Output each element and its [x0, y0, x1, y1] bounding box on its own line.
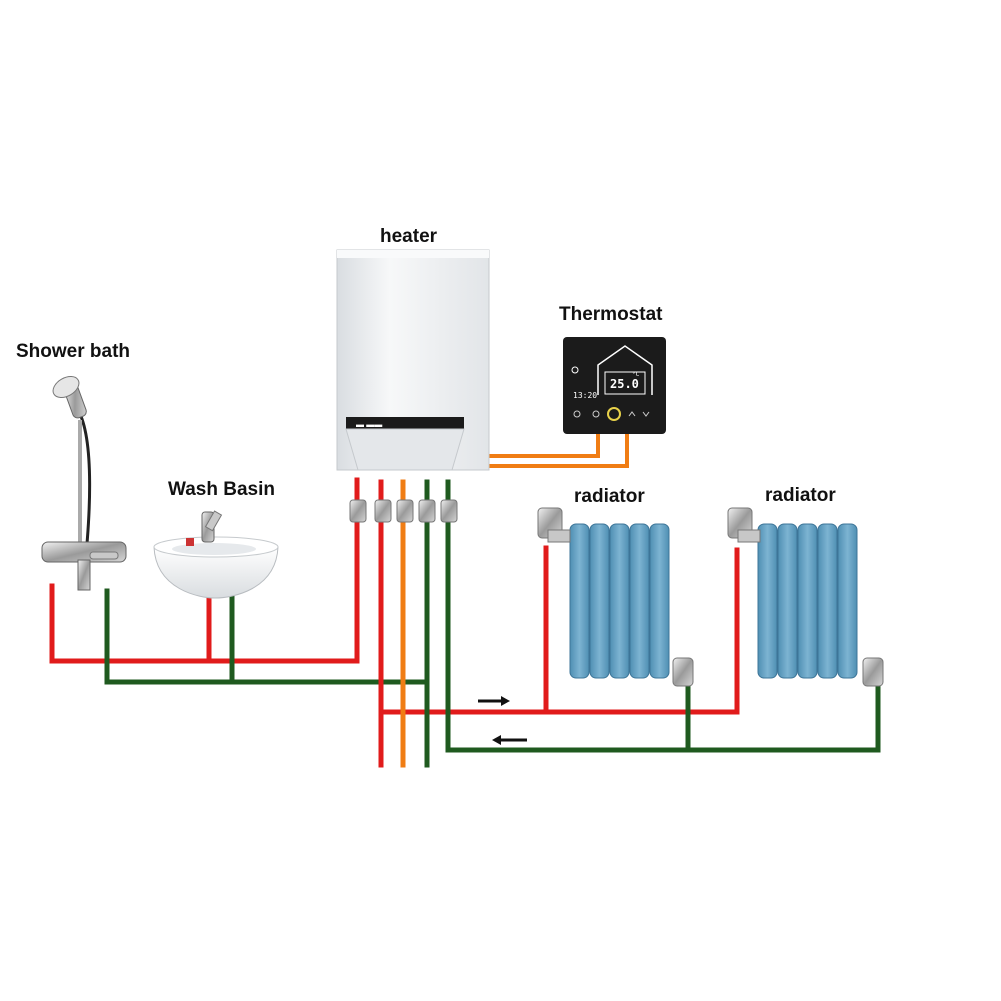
clock-button-icon[interactable] — [592, 410, 600, 418]
radiator-unit — [569, 523, 670, 679]
radiator-unit — [757, 523, 858, 679]
power-button-icon[interactable] — [573, 410, 581, 418]
radiator-1-label: radiator — [574, 486, 645, 507]
ring-button-icon[interactable] — [607, 407, 621, 421]
up-button-icon[interactable] — [628, 411, 636, 417]
svg-text:▬ ▬▬: ▬ ▬▬ — [356, 420, 382, 429]
thermostat-time: 13:20 — [573, 391, 597, 400]
radiator-valve-top — [537, 507, 571, 543]
radiator-valve-top — [727, 507, 761, 543]
flow-arrow-icon — [492, 735, 527, 745]
wash-basin — [153, 510, 279, 599]
heater-label: heater — [380, 226, 438, 247]
radiator-2-label: radiator — [765, 485, 836, 506]
shower-bath-label: Shower bath — [16, 341, 130, 362]
heater-valves — [349, 499, 458, 523]
cold-water-pipe — [104, 479, 430, 685]
down-button-icon[interactable] — [642, 411, 650, 417]
heater-boiler: ▬ ▬▬ — [336, 249, 490, 471]
thermostat-label: Thermostat — [559, 304, 663, 325]
mode-icon — [571, 366, 579, 374]
shower-head-icon — [52, 376, 87, 419]
radiator-valve-bottom — [862, 657, 884, 687]
hot-water-pipe — [49, 477, 360, 664]
radiator-valve-bottom — [672, 657, 694, 687]
shower-bath — [41, 376, 127, 591]
thermostat-temperature: 25.0 — [610, 377, 639, 391]
flow-arrow-icon — [478, 696, 510, 706]
house-outline-icon — [597, 345, 653, 395]
thermostat-wire-2 — [470, 428, 629, 468]
heating-flow-pipe — [378, 479, 740, 715]
wash-basin-label: Wash Basin — [168, 479, 275, 500]
thermostat-unit: °C — [632, 371, 640, 378]
thermostat-device: 25.0 °C 13:20 — [563, 337, 666, 434]
pipe-network — [49, 428, 881, 768]
thermostat-wire-1 — [483, 428, 600, 458]
faucet-icon — [186, 510, 223, 546]
heating-return-pipe — [445, 479, 881, 753]
